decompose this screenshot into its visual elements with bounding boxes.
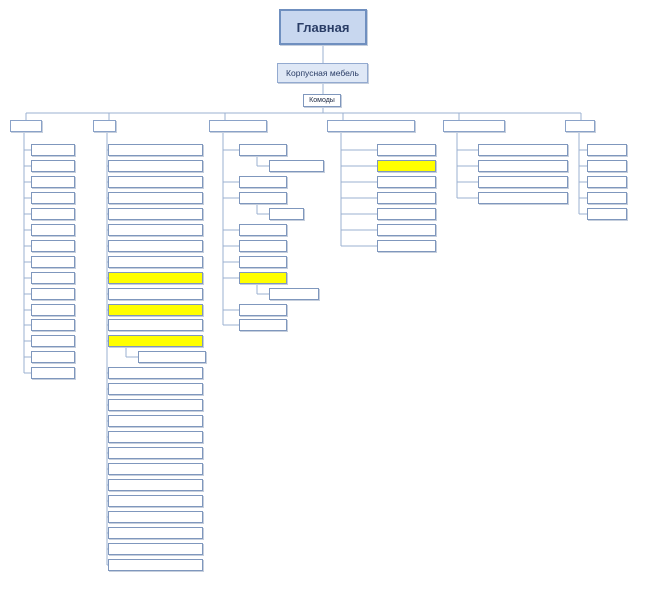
- item-с-вешалками[interactable]: [108, 479, 203, 491]
- item-прованс[interactable]: [587, 192, 627, 204]
- item-с-подсветкой[interactable]: [108, 256, 203, 268]
- item-комод-стеллаж[interactable]: [108, 367, 203, 379]
- root-node[interactable]: Главная: [279, 9, 367, 45]
- item-с-полками[interactable]: [108, 224, 203, 236]
- item-без-ручек[interactable]: [108, 431, 203, 443]
- item-угловой[interactable]: [108, 319, 203, 331]
- item-коричневый[interactable]: [31, 192, 75, 204]
- item-комоды-из-дсп[interactable]: [377, 208, 436, 220]
- item-трансформер[interactable]: [108, 288, 203, 300]
- item-трюфель[interactable]: [31, 272, 75, 284]
- item-скандинавия[interactable]: [587, 176, 627, 188]
- item-орех[interactable]: [31, 304, 75, 316]
- item-на-ножках[interactable]: [108, 192, 203, 204]
- item-на-балкон[interactable]: [239, 319, 287, 331]
- item-лофт[interactable]: [587, 144, 627, 156]
- item-в-детскую[interactable]: [239, 272, 287, 284]
- item-в-ванную[interactable]: [239, 176, 287, 188]
- item-антрацит[interactable]: [31, 240, 75, 252]
- item-для-постельного-белья[interactable]: [478, 144, 568, 156]
- item-с-выдвижной-столешницей[interactable]: [108, 176, 203, 188]
- item-комод-витрина[interactable]: [108, 527, 203, 539]
- item-венге[interactable]: [31, 319, 75, 331]
- item-графит[interactable]: [31, 224, 75, 236]
- item-из-дерева[interactable]: [377, 160, 436, 172]
- item-пеленальные[interactable]: [108, 272, 203, 284]
- item-комод-купе[interactable]: [108, 399, 203, 411]
- item-подвесной[interactable]: [108, 383, 203, 395]
- item-с-откидной-столешницей[interactable]: [108, 415, 203, 427]
- item-беж[interactable]: [31, 176, 75, 188]
- item-в-прихожую[interactable]: [239, 224, 287, 236]
- level2-node[interactable]: Комоды: [303, 94, 341, 107]
- item-молочный[interactable]: [31, 208, 75, 220]
- category-тип[interactable]: [93, 120, 116, 132]
- item-с-гладильной-доской[interactable]: [108, 463, 203, 475]
- subitem-сервант[interactable]: [269, 208, 304, 220]
- item-слоновая-кость[interactable]: [31, 351, 75, 363]
- item-для-книг[interactable]: [478, 192, 568, 204]
- item-комод-пенал[interactable]: [108, 543, 203, 555]
- item-для-одежды[interactable]: [478, 176, 568, 188]
- item-комод-туалетный-столик[interactable]: [108, 447, 203, 459]
- item-комод-из-дуба[interactable]: [377, 176, 436, 188]
- category-по-назначению[interactable]: [443, 120, 505, 132]
- item-розовый[interactable]: [31, 288, 75, 300]
- item-в-гостиную[interactable]: [239, 256, 287, 268]
- category-стиль[interactable]: [565, 120, 595, 132]
- item-с-зеркалом[interactable]: [108, 304, 203, 316]
- item-белый[interactable]: [31, 144, 75, 156]
- category-по-комнатам[interactable]: [209, 120, 267, 132]
- item-в-спальню[interactable]: [239, 144, 287, 156]
- item-комоды-из-мдф[interactable]: [377, 224, 436, 236]
- item-барокко[interactable]: [587, 160, 627, 172]
- item-серый[interactable]: [31, 256, 75, 268]
- category-цвета[interactable]: [10, 120, 42, 132]
- subitem-с-двумя-дверцами[interactable]: [138, 351, 206, 363]
- item-комод-стол[interactable]: [108, 240, 203, 252]
- item-черный[interactable]: [31, 160, 75, 172]
- item-голубой[interactable]: [31, 367, 75, 379]
- item-в-кухню[interactable]: [239, 192, 287, 204]
- item-классика[interactable]: [587, 208, 627, 220]
- item-с-ящиками[interactable]: [108, 160, 203, 172]
- subitem-прикроватный[interactable]: [269, 160, 324, 172]
- item-на-колесиках[interactable]: [108, 495, 203, 507]
- item-для-обуви[interactable]: [239, 304, 287, 316]
- item-в-коридоре[interactable]: [239, 240, 287, 252]
- item-из-массива[interactable]: [377, 144, 436, 156]
- item-дуб-сонома[interactable]: [31, 335, 75, 347]
- item-под-телевизор[interactable]: [478, 160, 568, 172]
- level1-node[interactable]: Корпусная мебель: [277, 63, 368, 83]
- item-с-дверцами[interactable]: [108, 335, 203, 347]
- item-под-заказ[interactable]: [108, 144, 203, 156]
- item-комод-трюмо[interactable]: [108, 208, 203, 220]
- category-материал-изготовления[interactable]: [327, 120, 415, 132]
- item-комод-для-вещей[interactable]: [108, 559, 203, 571]
- item-комод-из-сосны[interactable]: [377, 192, 436, 204]
- item-пластиковый[interactable]: [377, 240, 436, 252]
- subitem-для-игрушек[interactable]: [269, 288, 319, 300]
- item-комод-бар[interactable]: [108, 511, 203, 523]
